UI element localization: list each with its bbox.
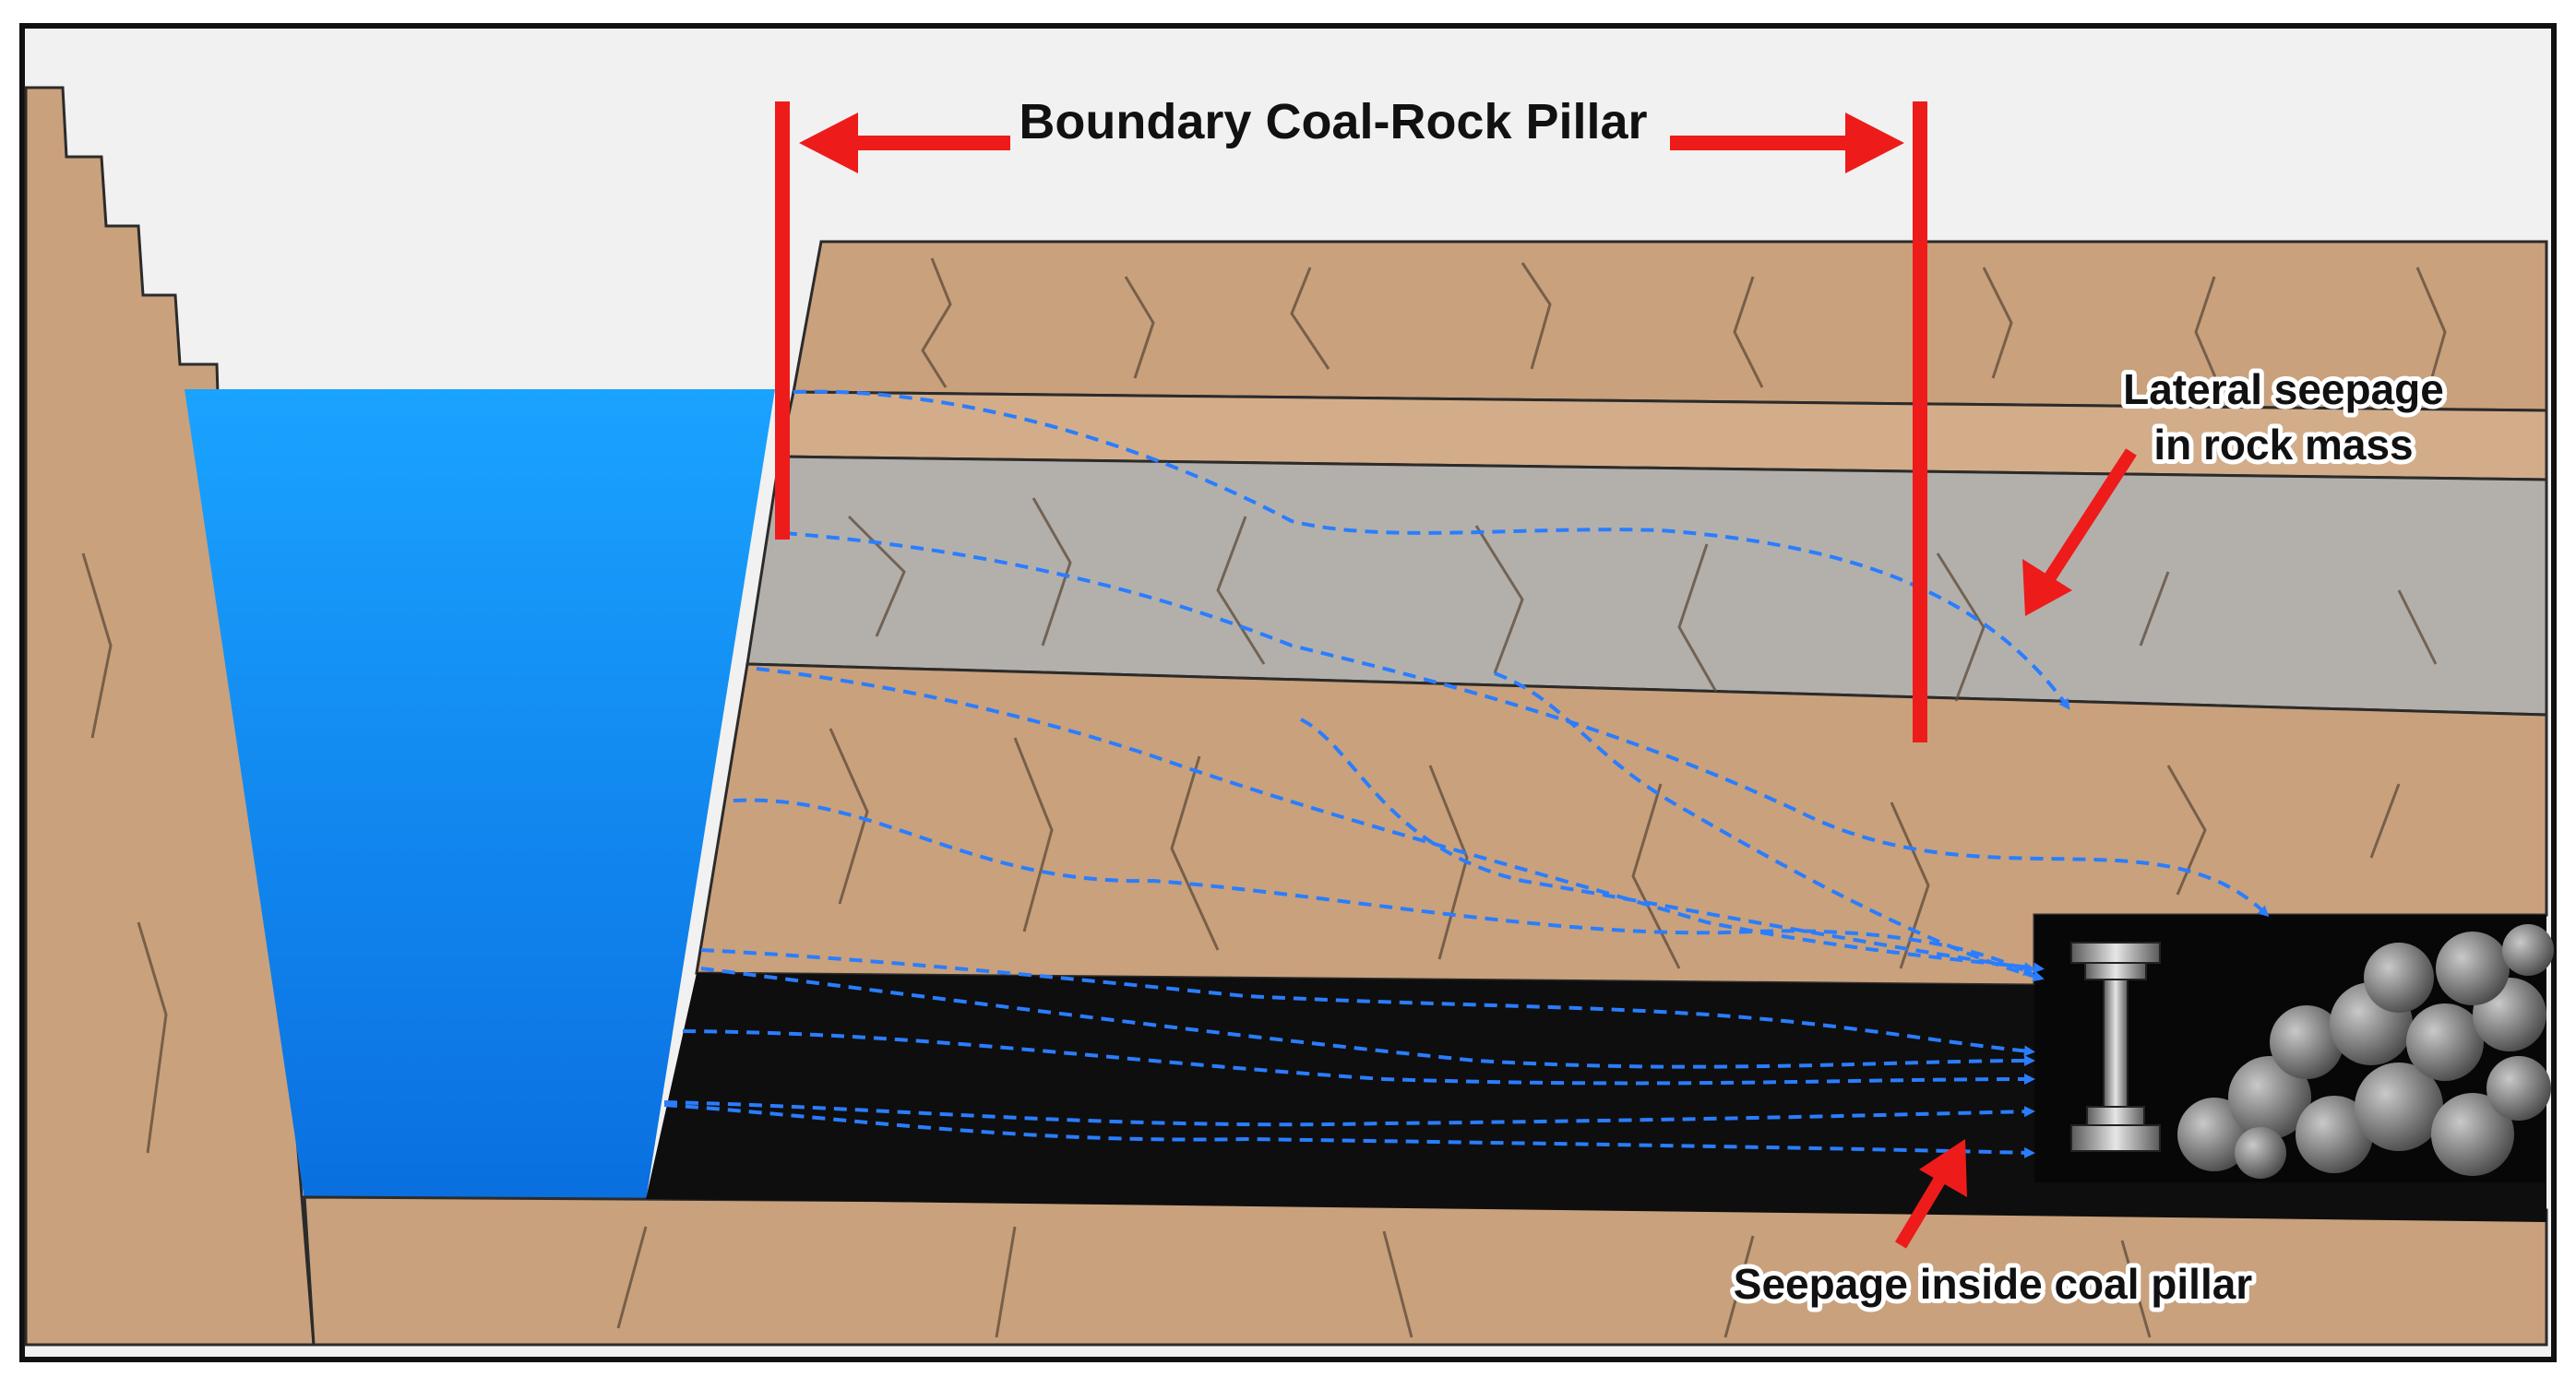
lateral-pointer-shaft bbox=[2041, 448, 2137, 587]
seepage-path bbox=[793, 389, 2070, 710]
rock-cracks bbox=[81, 257, 2447, 1338]
lateral-pointer-head bbox=[2022, 559, 2072, 616]
seepage-path bbox=[1300, 718, 2035, 974]
lateral-seepage-label-line2: in rock mass bbox=[2153, 421, 2413, 469]
seepage-path bbox=[756, 667, 2045, 974]
broken-rock-pile-icon bbox=[2177, 924, 2554, 1179]
seepage-path bbox=[700, 948, 2035, 1057]
label-pointer-arrows bbox=[1894, 448, 2137, 1249]
seepage-paths bbox=[663, 389, 2270, 1158]
lateral-seepage-label-line1: Lateral seepage bbox=[2123, 365, 2444, 413]
inside-seepage-label: Seepage inside coal pillar bbox=[1734, 1260, 2253, 1308]
pillar-left-arrowhead bbox=[799, 113, 858, 173]
seepage-path bbox=[1494, 671, 2045, 982]
pillar-boundary-markers bbox=[775, 101, 1927, 742]
inside-pointer-head bbox=[1919, 1139, 1967, 1197]
seepage-path bbox=[733, 798, 2035, 976]
seepage-path bbox=[783, 531, 2270, 918]
pillar-label: Boundary Coal-Rock Pillar bbox=[1019, 94, 1647, 149]
hydraulic-support-icon bbox=[2070, 942, 2161, 1152]
coal-seam bbox=[646, 973, 2546, 1222]
seepage-path bbox=[663, 1103, 2035, 1158]
seepage-path bbox=[682, 1029, 2035, 1086]
reservoir-water bbox=[185, 389, 775, 1201]
seepage-path bbox=[700, 967, 2035, 1069]
pillar-right-arrowhead bbox=[1845, 113, 1904, 173]
inside-pointer-shaft bbox=[1894, 1168, 1951, 1249]
